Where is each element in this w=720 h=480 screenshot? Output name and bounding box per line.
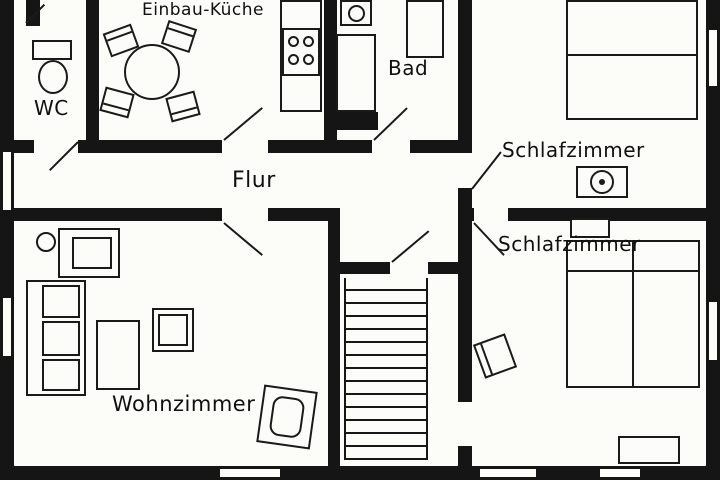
wall-separator-3 (458, 446, 472, 480)
mirror-icon (590, 170, 614, 194)
door-swing-wc (49, 141, 79, 171)
wall-separator-1 (458, 0, 472, 148)
nightstand (570, 218, 610, 238)
coffee-table (96, 320, 140, 390)
staircase (344, 278, 428, 460)
wall-outer-left (0, 0, 14, 480)
wall-bedroom-divider-2 (508, 208, 720, 221)
stove-burner-icon (303, 36, 314, 47)
stove (282, 28, 320, 76)
toilet-cistern (32, 40, 72, 60)
shower (336, 34, 376, 112)
wall-bath-stub (336, 112, 378, 130)
bathtub (406, 0, 444, 58)
window (707, 300, 719, 362)
room-label-wc: WC (34, 96, 69, 120)
double-bed (566, 0, 698, 120)
stove-burner-icon (288, 54, 299, 65)
room-label-kitchen: Einbau-Küche (142, 0, 265, 20)
window (218, 467, 282, 479)
kitchen-table (124, 44, 180, 100)
wall-separator-2 (458, 188, 472, 402)
armchair (58, 228, 120, 278)
door-swing-kitchen (223, 107, 263, 141)
wall-flur-top-4 (410, 140, 472, 153)
wall-stairs-top-1 (328, 262, 390, 274)
wall-flur-top-3 (268, 140, 372, 153)
window (478, 467, 538, 479)
wall-flur-top-1 (14, 140, 34, 153)
tv-cabinet (256, 384, 318, 450)
dresser-with-mirror (576, 166, 628, 198)
door-swing-bath (373, 107, 408, 141)
sofa-cushion (42, 321, 80, 356)
room-label-bedroom-top: Schlafzimmer (502, 138, 645, 162)
window (707, 28, 719, 88)
window (1, 296, 13, 358)
sofa-cushion (42, 359, 80, 391)
dresser (618, 436, 680, 464)
stove-burner-icon (288, 36, 299, 47)
wall-kitchen-bath (324, 0, 337, 141)
room-label-living-room: Wohnzimmer (112, 392, 256, 416)
washbasin (340, 0, 372, 26)
double-bed (566, 240, 700, 388)
toilet-bowl (38, 60, 68, 94)
wall-flur-bottom-1 (14, 208, 222, 221)
wall-stairs-top-2 (428, 262, 458, 274)
sofa (26, 280, 86, 396)
door-swing-living (223, 222, 263, 256)
room-label-bedroom-bottom: Schlafzimmer (498, 232, 641, 256)
wall-living-stairs (328, 208, 340, 466)
wall-entry-stub (26, 0, 40, 26)
kitchen-chair (165, 90, 201, 123)
kitchen-chair (99, 86, 135, 119)
wall-bedroom-divider-1 (458, 208, 474, 221)
plant (36, 232, 56, 252)
stove-burner-icon (303, 54, 314, 65)
wall-flur-top-2 (78, 140, 222, 153)
washbasin-bowl-icon (348, 5, 365, 22)
wall-outer-bottom (0, 466, 720, 480)
chair (472, 333, 518, 379)
wall-flur-bottom-2 (268, 208, 340, 221)
room-label-bathroom: Bad (388, 56, 429, 80)
door-swing-stairs (391, 230, 430, 263)
wall-wc-kitchen (86, 0, 99, 141)
window (1, 150, 13, 212)
window (598, 467, 642, 479)
door-swing-bedroom-1 (471, 151, 502, 190)
sofa-cushion (42, 285, 80, 318)
side-table (152, 308, 194, 352)
room-label-hallway: Flur (232, 168, 276, 193)
